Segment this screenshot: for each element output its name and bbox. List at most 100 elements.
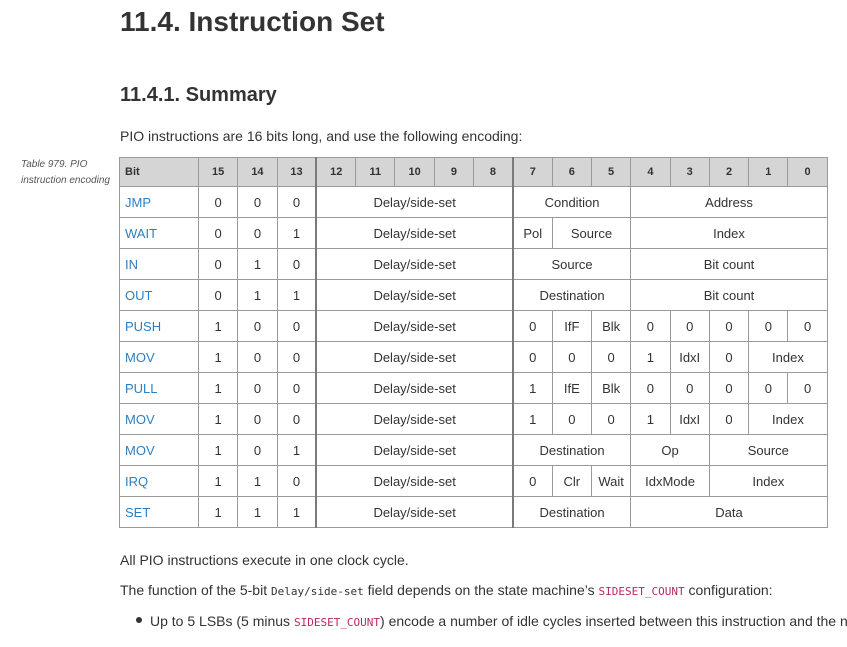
- encoding-cell: 1: [511, 403, 553, 435]
- encoding-cell: 0: [787, 310, 828, 342]
- encoding-cell: 0: [197, 279, 239, 311]
- encoding-cell: 1: [197, 403, 239, 435]
- delay-paragraph-text-end: configuration:: [684, 582, 773, 598]
- encoding-cell: Delay/side-set: [315, 434, 514, 466]
- table-caption: Table 979. PIO instruction encoding: [21, 159, 110, 186]
- header-bit-7: 7: [511, 157, 553, 187]
- header-bit-9: 9: [433, 157, 475, 187]
- instruction-name[interactable]: IN: [119, 248, 199, 280]
- encoding-cell: 0: [708, 310, 750, 342]
- encoding-cell: Bit count: [630, 279, 828, 311]
- encoding-cell: Delay/side-set: [315, 279, 514, 311]
- instruction-name[interactable]: WAIT: [119, 217, 199, 249]
- encoding-cell: 0: [276, 341, 317, 373]
- delay-paragraph-text-middle: field depends on the state machine’s: [363, 582, 599, 598]
- encoding-cell: 0: [551, 341, 592, 373]
- encoding-cell: 0: [237, 434, 278, 466]
- encoding-cell: Delay/side-set: [315, 465, 514, 497]
- encoding-cell: Source: [708, 434, 828, 466]
- encoding-cell: 1: [237, 279, 278, 311]
- encoding-cell: 1: [197, 310, 239, 342]
- encoding-cell: 0: [197, 186, 239, 218]
- bullet-text-start: Up to 5 LSBs (5 minus: [150, 613, 294, 629]
- encoding-cell: 1: [276, 434, 317, 466]
- encoding-cell: IdxMode: [630, 465, 710, 497]
- instruction-name[interactable]: PULL: [119, 372, 199, 404]
- encoding-cell: 0: [669, 372, 710, 404]
- encoding-cell: 1: [630, 403, 671, 435]
- encoding-cell: Delay/side-set: [315, 248, 514, 280]
- instruction-name[interactable]: MOV: [119, 434, 199, 466]
- header-bit-3: 3: [669, 157, 710, 187]
- encoding-cell: Wait: [590, 465, 632, 497]
- encoding-cell: 0: [237, 403, 278, 435]
- encoding-cell: Bit count: [630, 248, 828, 280]
- encoding-cell: Source: [551, 217, 632, 249]
- encoding-cell: Op: [630, 434, 710, 466]
- delay-paragraph: The function of the 5-bit Delay/side-set…: [120, 582, 773, 598]
- header-bit-12: 12: [315, 157, 357, 187]
- encoding-cell: IdxI: [669, 341, 710, 373]
- encoding-cell: Delay/side-set: [315, 186, 514, 218]
- encoding-cell: 1: [276, 279, 317, 311]
- bullet-sideset-count-code: SIDESET_COUNT: [293, 616, 381, 629]
- encoding-cell: 1: [197, 372, 239, 404]
- encoding-cell: 1: [276, 496, 317, 528]
- header-bit-5: 5: [590, 157, 632, 187]
- instruction-name[interactable]: JMP: [119, 186, 199, 218]
- encoding-cell: 0: [276, 403, 317, 435]
- sideset-count-code: SIDESET_COUNT: [598, 585, 685, 598]
- header-bit-10: 10: [394, 157, 435, 187]
- encoding-cell: Source: [511, 248, 632, 280]
- encoding-cell: 0: [748, 310, 789, 342]
- encoding-cell: 0: [511, 341, 553, 373]
- encoding-cell: 0: [590, 403, 632, 435]
- encoding-cell: 0: [748, 372, 789, 404]
- header-bit-11: 11: [355, 157, 396, 187]
- encoding-cell: IfF: [551, 310, 592, 342]
- encoding-cell: 0: [630, 372, 671, 404]
- encoding-cell: 1: [237, 465, 278, 497]
- instruction-name[interactable]: OUT: [119, 279, 199, 311]
- encoding-cell: Destination: [511, 279, 632, 311]
- encoding-cell: 0: [787, 372, 828, 404]
- encoding-cell: 0: [276, 186, 317, 218]
- encoding-cell: 1: [237, 496, 278, 528]
- instruction-name[interactable]: IRQ: [119, 465, 199, 497]
- header-bit-14: 14: [237, 157, 278, 187]
- instruction-name[interactable]: MOV: [119, 403, 199, 435]
- encoding-cell: Index: [748, 341, 828, 373]
- encoding-cell: 0: [237, 310, 278, 342]
- encoding-cell: Blk: [590, 310, 632, 342]
- encoding-cell: 1: [237, 248, 278, 280]
- encoding-cell: Delay/side-set: [315, 496, 514, 528]
- encoding-cell: Index: [748, 403, 828, 435]
- encoding-cell: 0: [276, 310, 317, 342]
- cycle-paragraph: All PIO instructions execute in one cloc…: [120, 552, 409, 568]
- header-bit-13: 13: [276, 157, 317, 187]
- delay-paragraph-text-start: The function of the 5-bit: [120, 582, 271, 598]
- header-bit-6: 6: [551, 157, 592, 187]
- header-bit-1: 1: [748, 157, 789, 187]
- encoding-cell: Index: [630, 217, 828, 249]
- instruction-name[interactable]: MOV: [119, 341, 199, 373]
- encoding-cell: 0: [197, 217, 239, 249]
- header-bit-4: 4: [630, 157, 671, 187]
- encoding-cell: 0: [197, 248, 239, 280]
- instruction-name[interactable]: SET: [119, 496, 199, 528]
- encoding-cell: 0: [276, 372, 317, 404]
- instruction-name[interactable]: PUSH: [119, 310, 199, 342]
- encoding-cell: 1: [197, 434, 239, 466]
- encoding-cell: Destination: [511, 496, 632, 528]
- encoding-cell: 0: [237, 372, 278, 404]
- header-bit-15: 15: [197, 157, 239, 187]
